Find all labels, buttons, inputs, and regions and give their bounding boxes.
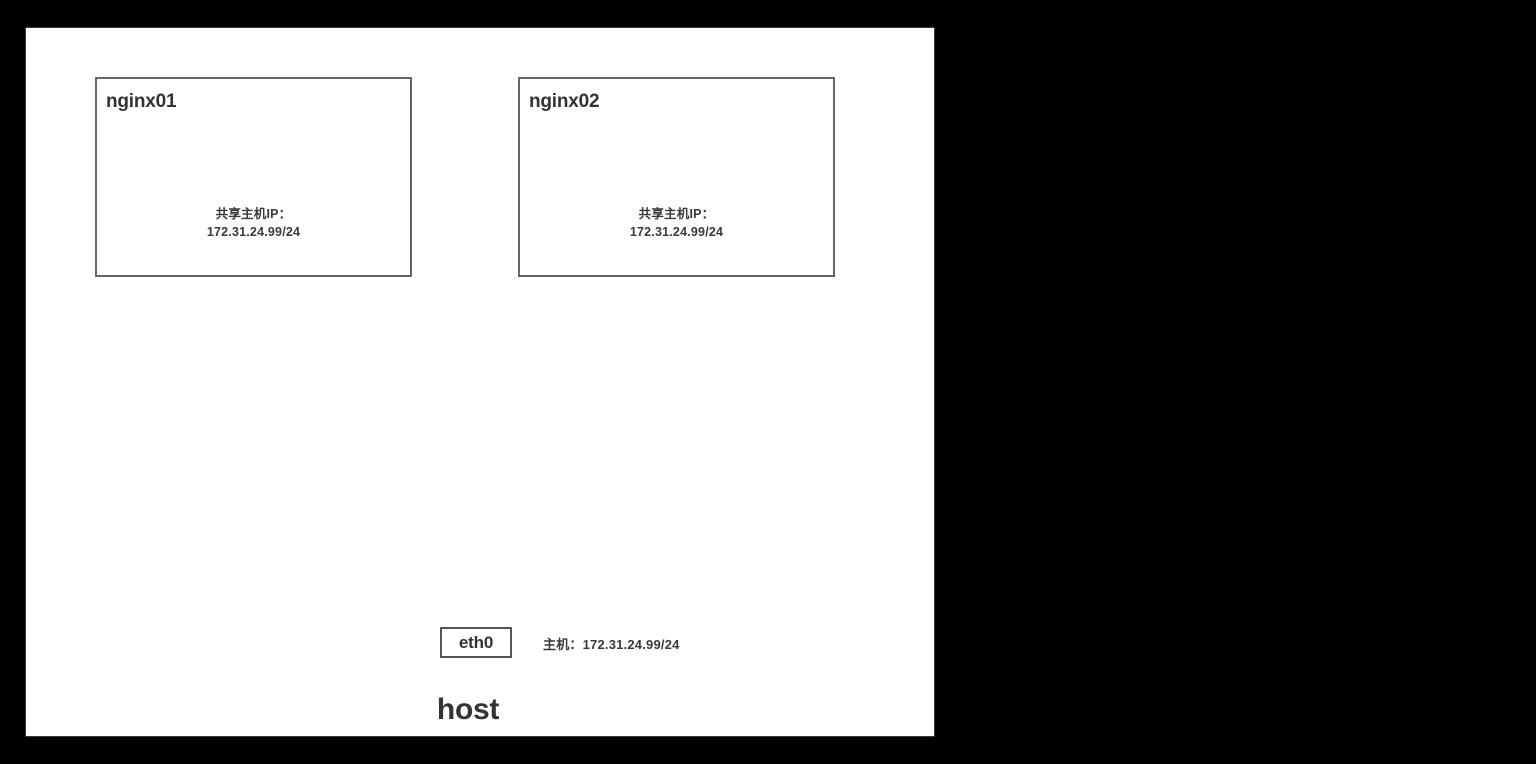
host-title: host — [26, 693, 934, 727]
container-ip-label-nginx01: 共享主机IP： — [215, 207, 292, 221]
host-ip-annotation: 主机：172.31.24.99/24 — [543, 637, 680, 652]
network-interface-eth0[interactable]: eth0 — [440, 627, 512, 658]
container-ip-label-nginx02: 共享主机IP： — [638, 207, 715, 221]
host-title-label: host — [436, 693, 500, 726]
diagram-canvas: nginx01 共享主机IP： 172.31.24.99/24 nginx02 … — [25, 27, 935, 737]
network-interface-label: eth0 — [458, 632, 494, 652]
container-ip-value-nginx02: 172.31.24.99/24 — [629, 225, 724, 240]
container-ip-block-nginx01: 共享主机IP： 172.31.24.99/24 — [97, 205, 410, 241]
container-ip-value-nginx01: 172.31.24.99/24 — [206, 225, 301, 240]
container-box-nginx01[interactable]: nginx01 共享主机IP： 172.31.24.99/24 — [95, 77, 412, 277]
container-title-nginx01: nginx01 — [106, 91, 177, 112]
container-ip-block-nginx02: 共享主机IP： 172.31.24.99/24 — [520, 205, 833, 241]
container-title-nginx02: nginx02 — [529, 91, 600, 112]
container-box-nginx02[interactable]: nginx02 共享主机IP： 172.31.24.99/24 — [518, 77, 835, 277]
